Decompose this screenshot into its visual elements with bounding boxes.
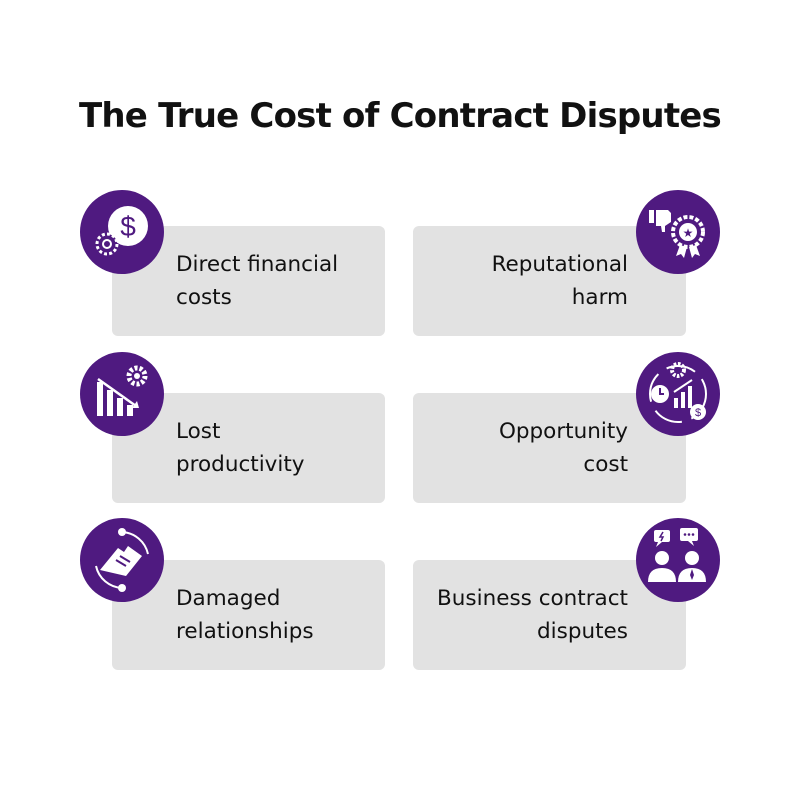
svg-text:$: $ bbox=[120, 211, 136, 242]
cost-label: Business contract disputes bbox=[437, 586, 628, 644]
cost-label: Reputational harm bbox=[491, 252, 628, 310]
thumbs-down-award-icon: ★ bbox=[636, 190, 720, 274]
cycle-growth-icon: $ bbox=[636, 352, 720, 436]
cost-label: Direct financial costs bbox=[176, 252, 339, 310]
svg-text:★: ★ bbox=[683, 226, 694, 240]
page-title: The True Cost of Contract Disputes bbox=[79, 96, 722, 136]
handshake-icon bbox=[80, 518, 164, 602]
cost-card-reputational: Reputational harm bbox=[413, 226, 686, 336]
people-conflict-icon bbox=[636, 518, 720, 602]
cost-label: Lost productivity bbox=[176, 419, 305, 477]
declining-chart-gear-icon bbox=[80, 352, 164, 436]
dollar-gear-icon: $ bbox=[80, 190, 164, 274]
svg-text:$: $ bbox=[695, 407, 701, 419]
cost-label: Damaged relationships bbox=[176, 586, 314, 644]
cost-label: Opportunity cost bbox=[498, 419, 628, 477]
